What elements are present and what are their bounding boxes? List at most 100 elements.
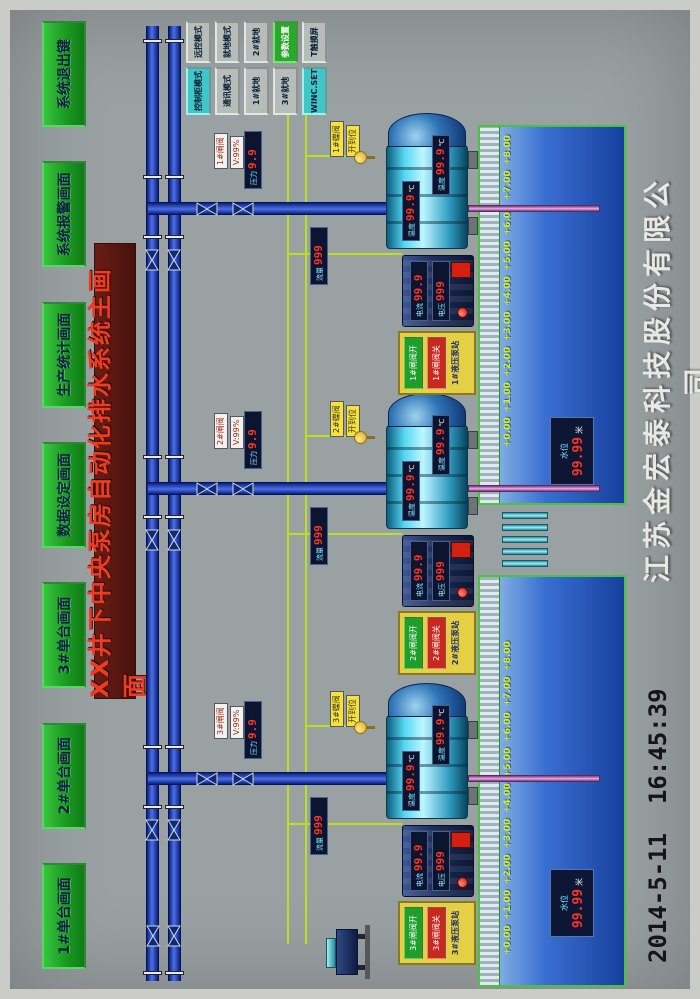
gate-open-button[interactable]: 3#闸阀开	[404, 907, 423, 959]
motor[interactable]: 电流 99.9 电压 999	[402, 255, 474, 327]
pressure-readout: 压力 9.9	[244, 131, 262, 189]
pump-suction-dome	[388, 683, 466, 717]
hydraulic-station-label: 2#液压泵站	[451, 620, 460, 666]
air-valve-stem	[367, 156, 375, 159]
mode-button-parameters[interactable]: 参数设置	[273, 21, 298, 63]
mode-button-cabinet[interactable]: 控制柜模式	[186, 66, 211, 115]
gate-valve-icon[interactable]	[196, 202, 218, 216]
hydraulic-station: 2#闸阀开 2#闸阀关 2#液压泵站	[398, 611, 476, 675]
pump-leg	[468, 787, 478, 805]
pipe-flange	[143, 39, 162, 43]
temp-unit: ℃	[408, 754, 416, 763]
motor[interactable]: 电流 99.9 电压 999	[402, 535, 474, 607]
gate-valve-icon[interactable]	[167, 529, 181, 551]
gate-valve-icon[interactable]	[196, 772, 218, 786]
pump-temp-readout-2: 温度 99.9 ℃	[432, 414, 450, 475]
motor-current-readout: 电流 99.9	[410, 831, 428, 891]
mode-button-local-2[interactable]: 2#就地	[244, 21, 269, 63]
mode-button-local-3[interactable]: 3#就地	[273, 66, 298, 115]
gate-open-button[interactable]: 2#闸阀开	[404, 617, 423, 669]
pump-leg	[468, 151, 478, 169]
pump-unit-3: 3#闸阀 V:99% 压力 9.9 流量 999 3#蝶阀 开到位 3#闸阀开 …	[140, 653, 622, 965]
motor-run-indicator	[451, 262, 471, 278]
motor-voltage-readout: 电压 999	[432, 541, 450, 601]
gate-close-button[interactable]: 1#闸阀关	[427, 337, 446, 389]
hydraulic-station-label: 1#液压泵站	[451, 340, 460, 386]
temp-unit: ℃	[438, 708, 446, 717]
temp-unit: ℃	[408, 184, 416, 193]
pump[interactable]: 温度 99.9 ℃ 温度 99.9 ℃	[386, 113, 482, 249]
butterfly-valve-tag: 2#蝶阀	[330, 401, 344, 437]
pump-leg	[468, 217, 478, 235]
motor-stop-button[interactable]	[457, 307, 468, 318]
voltage-label: 电压	[438, 873, 446, 887]
check-valve-icon[interactable]	[232, 482, 254, 496]
gate-valve-icon[interactable]	[196, 482, 218, 496]
gate-open-button[interactable]: 1#闸阀开	[404, 337, 423, 389]
pump[interactable]: 温度 99.9 ℃ 温度 99.9 ℃	[386, 393, 482, 529]
motor-current-readout: 电流 99.9	[410, 541, 428, 601]
gate-close-button[interactable]: 2#闸阀关	[427, 617, 446, 669]
mode-button-local[interactable]: 就地模式	[215, 21, 240, 63]
current-label: 电流	[416, 873, 424, 887]
page-title: XX井下中央泵房自动化排水系统主画面	[86, 243, 149, 699]
mode-button-local-1[interactable]: 1#就地	[244, 66, 269, 115]
gate-valve-icon[interactable]	[145, 249, 159, 271]
suction-pipe	[468, 485, 600, 492]
temp-value: 99.9	[404, 474, 417, 502]
check-valve-icon[interactable]	[232, 202, 254, 216]
gate-valve-icon[interactable]	[167, 925, 181, 947]
flow-readout: 流量 999	[310, 507, 328, 565]
motor[interactable]: 电流 99.9 电压 999	[402, 825, 474, 897]
temp-value: 99.9	[434, 428, 447, 456]
pump-leg	[468, 497, 478, 515]
current-value: 99.9	[412, 554, 425, 582]
gate-valve-icon[interactable]	[146, 925, 160, 947]
mode-button-winc-set[interactable]: WINC.SET	[302, 66, 327, 115]
nav-button-unit2-screen[interactable]: 2#单台画面	[42, 722, 86, 829]
pump-suction-dome	[388, 113, 466, 147]
pressure-readout: 压力 9.9	[244, 701, 262, 759]
check-valve-icon[interactable]	[232, 772, 254, 786]
voltage-value: 999	[434, 561, 447, 581]
pump[interactable]: 温度 99.9 ℃ 温度 99.9 ℃	[386, 683, 482, 819]
air-release-valve	[354, 721, 367, 734]
temp-value: 99.9	[434, 148, 447, 176]
mode-button-remote[interactable]: 远控模式	[186, 21, 211, 63]
gate-close-button[interactable]: 3#闸阀关	[427, 907, 446, 959]
nav-button-unit1-screen[interactable]: 1#单台画面	[42, 863, 86, 969]
gate-valve-tag: 2#闸阀	[214, 413, 228, 449]
pump-temp-readout-1: 温度 99.9 ℃	[402, 460, 420, 521]
flow-label: 流量	[316, 267, 324, 281]
flow-value: 999	[312, 525, 325, 545]
gate-valve-icon[interactable]	[167, 819, 181, 841]
vacuum-pump-leg	[358, 965, 365, 970]
motor-run-indicator	[451, 542, 471, 558]
gate-valve-opening-tag: V:99%	[230, 415, 244, 449]
motor-run-indicator	[451, 832, 471, 848]
flow-readout: 流量 999	[310, 227, 328, 285]
air-valve-stem	[367, 726, 375, 729]
nav-button-system-exit[interactable]: 系统退出键	[42, 21, 86, 128]
flow-value: 999	[312, 245, 325, 265]
suction-pipe	[468, 775, 600, 782]
flow-label: 流量	[316, 547, 324, 561]
pump-unit-1: 1#闸阀 V:99% 压力 9.9 流量 999 1#蝶阀 开到位 1#闸阀开 …	[140, 83, 622, 395]
mode-button-touchscreen[interactable]: T触摸屏	[302, 21, 327, 63]
gate-valve-icon[interactable]	[145, 819, 159, 841]
temp-value: 99.9	[404, 194, 417, 222]
motor-current-readout: 电流 99.9	[410, 261, 428, 321]
signal-drop	[287, 253, 402, 255]
gate-valve-icon[interactable]	[145, 529, 159, 551]
datetime-display: 2014-5-11 16:45:39	[644, 688, 672, 963]
temp-value: 99.9	[434, 718, 447, 746]
hydraulic-station: 3#闸阀开 3#闸阀关 3#液压泵站	[398, 901, 476, 965]
mode-button-comm[interactable]: 通讯模式	[215, 66, 240, 115]
motor-stop-button[interactable]	[457, 587, 468, 598]
gate-valve-icon[interactable]	[167, 249, 181, 271]
current-value: 99.9	[412, 844, 425, 872]
motor-stop-button[interactable]	[457, 877, 468, 888]
pipe-flange	[143, 971, 162, 975]
